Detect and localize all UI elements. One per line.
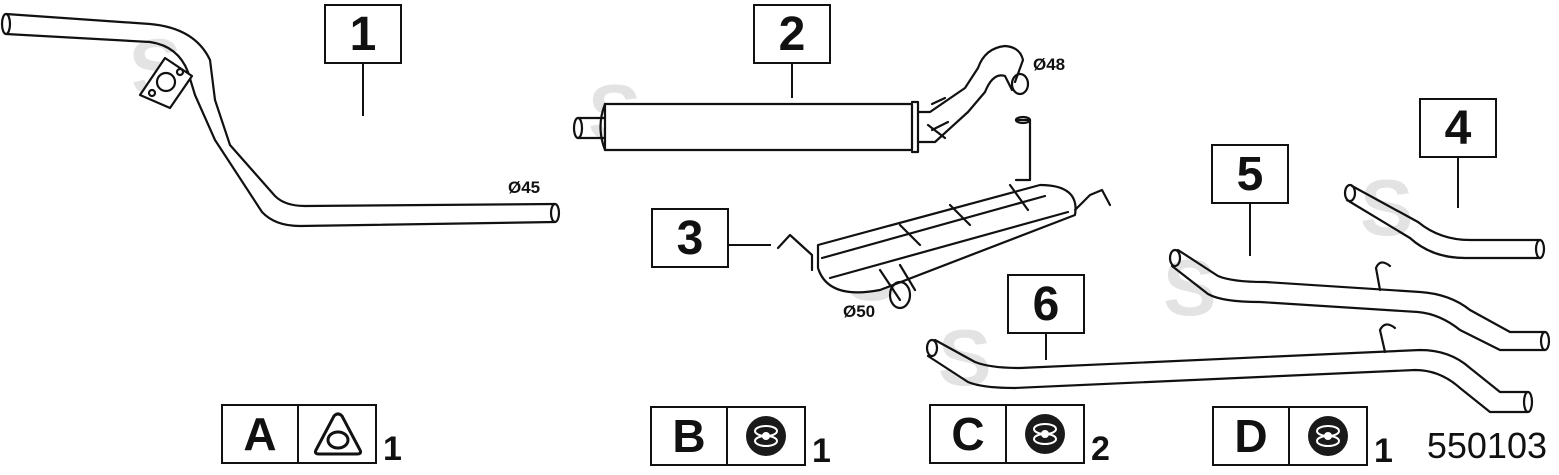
accessory-box: D [1212, 406, 1368, 466]
front-pipe-part-1 [0, 12, 561, 228]
accessory-box: B [650, 406, 806, 466]
callout-5: 5 [1211, 144, 1289, 204]
gasket-icon [299, 406, 375, 462]
accessory-a: A 1 [221, 404, 402, 468]
rubber-hanger-icon [1290, 408, 1366, 464]
callout-4: 4 [1419, 98, 1497, 158]
leader-line-5 [1249, 204, 1251, 256]
diameter-label-part-1: Ø45 [508, 178, 541, 197]
diameter-label-part-3: Ø50 [843, 302, 876, 321]
watermark: S [1360, 163, 1413, 252]
accessory-quantity: 1 [812, 432, 831, 470]
rear-silencer-part-3 [776, 115, 1112, 310]
leader-line-2 [791, 64, 793, 98]
callout-6: 6 [1007, 274, 1085, 334]
rubber-hanger-icon [728, 408, 804, 464]
long-pipe-part-6 [925, 323, 1534, 414]
leader-line-6 [1045, 334, 1047, 360]
tail-pipe-part-4 [1343, 183, 1546, 260]
accessory-quantity: 1 [383, 430, 402, 468]
accessory-letter: D [1214, 408, 1290, 464]
leader-line-3 [727, 244, 771, 246]
callout-1: 1 [324, 4, 402, 64]
accessory-letter: B [652, 408, 728, 464]
intermediate-pipe-part-5 [1168, 248, 1551, 352]
leader-line-1 [362, 64, 364, 116]
accessory-quantity: 1 [1374, 432, 1393, 470]
accessory-d: D 1 [1212, 406, 1393, 470]
reference-number: 550103 [1426, 425, 1547, 466]
accessory-quantity: 2 [1091, 430, 1110, 468]
callout-2: 2 [753, 4, 831, 64]
callout-3: 3 [651, 208, 729, 268]
diameter-label-part-2: Ø48 [1033, 55, 1066, 74]
leader-line-4 [1457, 158, 1459, 208]
accessory-b: B 1 [650, 406, 831, 470]
accessory-box: C [929, 404, 1085, 464]
centre-silencer-part-2 [572, 44, 1030, 154]
accessory-letter: A [223, 406, 299, 462]
accessory-c: C 2 [929, 404, 1110, 468]
accessory-box: A [221, 404, 377, 464]
rubber-hanger-icon [1007, 406, 1083, 462]
accessory-letter: C [931, 406, 1007, 462]
